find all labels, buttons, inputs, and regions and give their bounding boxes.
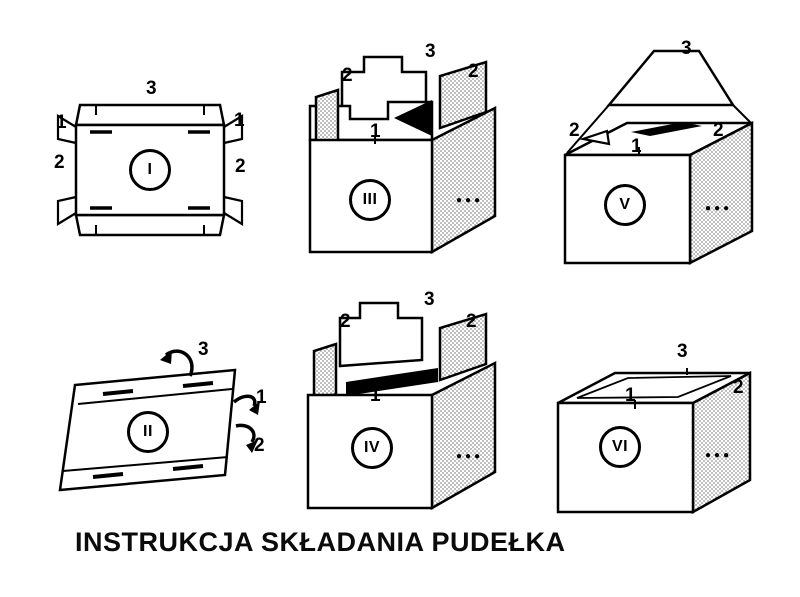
flap-label: 2: [468, 61, 479, 82]
flap-label: 1: [234, 110, 245, 131]
ellipsis-dots: ●●●: [456, 195, 484, 206]
step-iii-panel: 2 3 2 1 III ●●●: [290, 40, 505, 270]
instruction-title: INSTRUKCJA SKŁADANIA PUDEŁKA: [75, 527, 566, 557]
flap-label: 2: [340, 311, 351, 332]
flap-label: 2: [235, 156, 246, 177]
flap-label: 2: [569, 120, 580, 141]
step-numeral: I: [147, 161, 153, 178]
flap-label: 1: [370, 385, 381, 406]
closing-lid-box-diagram: [563, 49, 754, 266]
step-numeral: VI: [611, 438, 629, 455]
step-vi-panel: 3 2 1 VI ●●●: [545, 338, 760, 523]
flap-label: 2: [713, 120, 724, 141]
step-numeral-badge: I: [129, 149, 171, 191]
flap-label: 3: [425, 41, 436, 62]
flap-label: 2: [733, 377, 744, 398]
flap-label: 1: [631, 136, 642, 157]
ellipsis-dots: ●●●: [456, 451, 484, 462]
step-numeral-badge: III: [349, 179, 391, 221]
step-numeral: II: [143, 423, 153, 440]
fold-arrow-icon: [235, 423, 258, 453]
step-numeral-badge: VI: [599, 426, 641, 468]
open-box-diagram: [308, 55, 497, 255]
flap-label: 1: [56, 112, 67, 133]
step-numeral: IV: [363, 439, 381, 456]
step-ii-panel: 3 1 2 II: [48, 330, 273, 515]
step-numeral-badge: IV: [351, 427, 393, 469]
step-numeral: V: [619, 196, 631, 213]
closed-box-diagram: [556, 368, 752, 515]
flap-label: 1: [256, 387, 267, 408]
flap-label: 2: [54, 152, 65, 173]
flap-label: 3: [198, 339, 209, 360]
flap-label: 3: [677, 341, 688, 362]
ellipsis-dots: ●●●: [705, 450, 733, 461]
step-numeral-badge: V: [604, 184, 646, 226]
flap-label: 1: [370, 121, 381, 142]
fold-arrow-icon: [232, 394, 260, 415]
flap-label: 3: [146, 78, 157, 99]
ellipsis-dots: ●●●: [705, 203, 733, 214]
flap-label: 2: [254, 435, 265, 456]
step-iv-panel: 2 3 2 1 IV ●●●: [290, 288, 505, 518]
fold-arrow-icon: [160, 349, 194, 377]
step-i-panel: 3 1 1 2 2 I: [50, 75, 250, 265]
flap-label: 3: [681, 38, 692, 59]
flap-label: 2: [342, 65, 353, 86]
flap-label: 2: [466, 311, 477, 332]
flap-label: 1: [625, 385, 636, 406]
step-numeral: III: [362, 191, 378, 208]
box-blank-top-view-diagram: [56, 103, 244, 237]
step-v-panel: 3 2 2 1 V ●●●: [555, 35, 760, 270]
step-numeral-badge: II: [127, 411, 169, 453]
flap-label: 3: [424, 289, 435, 310]
